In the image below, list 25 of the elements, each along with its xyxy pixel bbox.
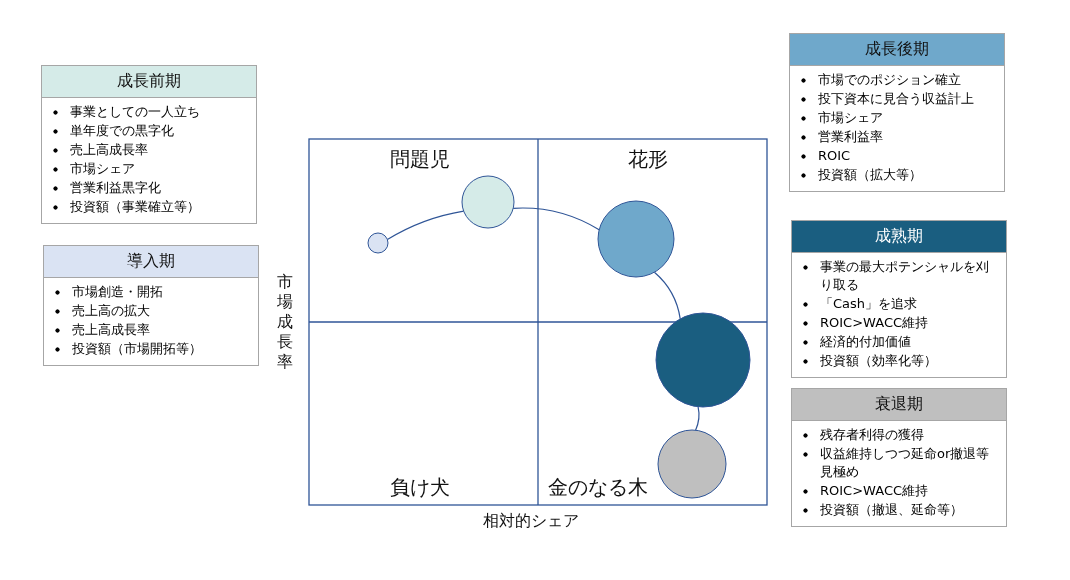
quadrant-label: 花形 — [628, 146, 668, 173]
stage-card — [789, 33, 1005, 192]
stage-card — [41, 65, 257, 224]
stage-heading: 導入期 — [44, 246, 258, 278]
bubble-circle — [657, 429, 727, 499]
connector-line — [512, 207, 600, 231]
stage-card — [791, 388, 1007, 527]
quadrant-label: 金のなる木 — [548, 474, 648, 501]
bubble-circle — [597, 200, 675, 278]
stage-heading: 成長後期 — [790, 34, 1004, 66]
stage-card — [43, 245, 259, 366]
stage-card — [791, 220, 1007, 378]
stage-heading: 成熟期 — [792, 221, 1006, 253]
connector-line — [386, 210, 465, 241]
quadrant-label: 負け犬 — [390, 474, 450, 501]
connector-line — [653, 271, 681, 320]
bubble-circle — [367, 232, 389, 254]
bubble-circle — [461, 175, 515, 229]
axis-title: 市場成長率 — [277, 272, 294, 372]
stage-heading: 成長前期 — [42, 66, 256, 98]
quadrant-label: 問題児 — [390, 146, 450, 173]
bubble-circle — [655, 312, 751, 408]
stage-heading: 衰退期 — [792, 389, 1006, 421]
axis-title: 相対的シェア — [483, 511, 579, 532]
connector-line — [695, 406, 700, 431]
